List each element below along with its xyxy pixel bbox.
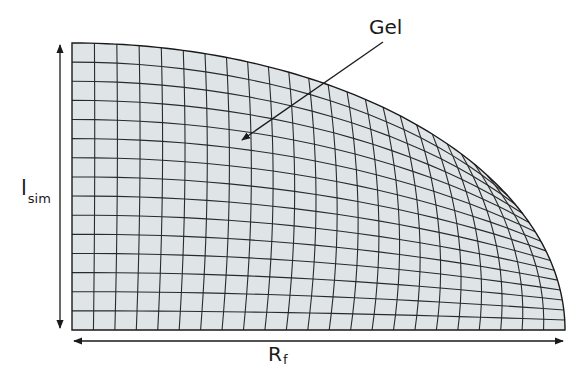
mesh-line: [417, 125, 441, 330]
mesh-line: [72, 139, 535, 232]
mesh-line: [72, 292, 564, 310]
mesh-line: [222, 57, 229, 330]
mesh-line: [72, 273, 562, 300]
mesh-line: [201, 54, 208, 330]
mesh-line: [72, 234, 558, 280]
mesh-line: [72, 158, 541, 242]
mesh-line: [72, 120, 529, 223]
mesh-line: [72, 215, 554, 270]
mesh-line: [136, 46, 140, 330]
leader-line: [242, 42, 383, 140]
mesh-line: [72, 62, 507, 195]
dimension-subscript: f: [283, 353, 288, 366]
mesh-line: [72, 253, 560, 290]
mesh-line: [72, 81, 515, 204]
dimension-symbol: l: [21, 178, 27, 199]
height-dimension-arrow: [59, 45, 60, 328]
mesh-line: [383, 107, 399, 330]
mesh-line: [308, 78, 316, 330]
dimension-symbol: R: [268, 344, 282, 364]
mesh: [72, 43, 565, 330]
mesh-line: [115, 44, 118, 330]
mesh-line: [328, 85, 337, 330]
mesh-line: [243, 62, 251, 330]
mesh-line: [72, 196, 550, 261]
mesh-line: [347, 92, 358, 330]
mesh-line: [179, 50, 185, 330]
radius-dimension-arrow: [74, 340, 563, 341]
dimension-subscript: sim: [28, 192, 51, 205]
material-label: Gel: [369, 17, 402, 37]
mesh-line: [72, 311, 565, 320]
mesh-line: [365, 99, 379, 330]
mesh-line: [286, 72, 294, 330]
mesh-line: [158, 48, 163, 330]
mesh-line: [265, 67, 273, 330]
mesh-line: [72, 177, 546, 251]
gel-outline: [72, 43, 565, 330]
mesh-line: [93, 43, 94, 330]
gel-region: [72, 43, 565, 330]
